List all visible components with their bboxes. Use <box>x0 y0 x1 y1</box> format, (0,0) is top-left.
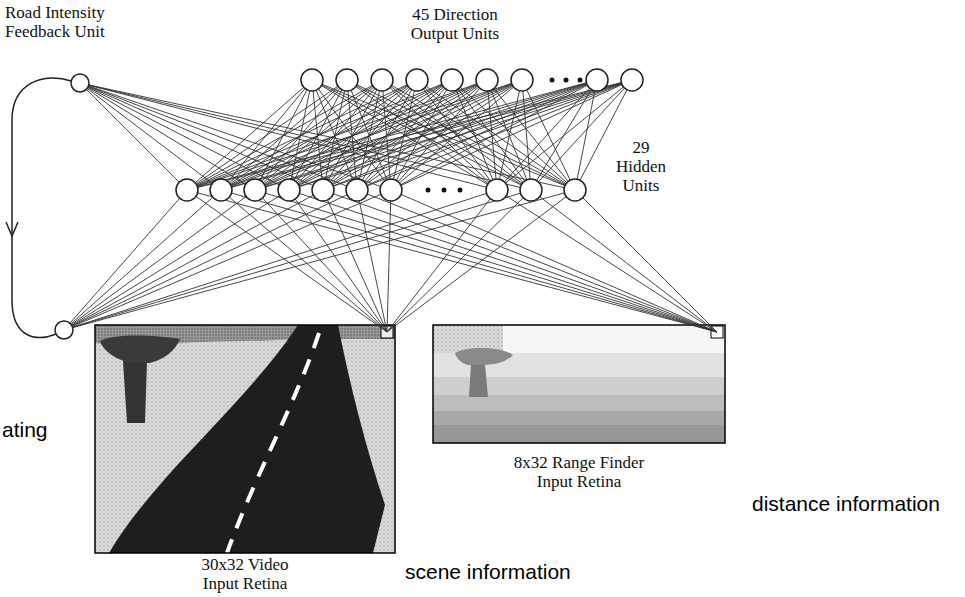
layer-label: Road Intensity Feedback Unit <box>5 3 145 41</box>
output-layer: 45 Direction Output Units <box>295 5 650 97</box>
annotation: distance information <box>752 492 940 516</box>
weight-connections <box>198 193 717 332</box>
neuron-unit <box>621 69 643 91</box>
neuron-unit <box>511 69 533 91</box>
neuron-unit <box>301 69 323 91</box>
neuron-unit <box>441 69 463 91</box>
feedback-input-lines <box>70 193 565 328</box>
neuron-unit <box>406 69 428 91</box>
weight-connections <box>195 83 627 188</box>
layer-label: 45 Direction Output Units <box>395 5 515 43</box>
neuron-unit <box>71 74 89 92</box>
neuron-unit <box>176 179 198 201</box>
ellipsis-dot <box>442 188 447 193</box>
layer-label: 8x32 Range Finder Input Retina <box>506 453 652 491</box>
layer-label: 30x32 Video Input Retina <box>187 555 303 593</box>
neuron-unit <box>520 179 542 201</box>
range-retina: 8x32 Range Finder Input Retina <box>433 325 725 493</box>
weight-connections <box>196 196 566 332</box>
neuron-unit <box>486 179 508 201</box>
loop-arrowhead <box>6 222 18 236</box>
neuron-unit <box>380 179 402 201</box>
video-retina: 30x32 Video Input Retina <box>95 325 395 595</box>
neuron-unit <box>244 179 266 201</box>
ellipsis-dot <box>550 78 555 83</box>
neuron-unit <box>346 179 368 201</box>
neuron-unit <box>371 69 393 91</box>
range-image <box>433 325 725 443</box>
hidden-layer: 29 Hidden Units <box>170 138 675 204</box>
neuron-unit <box>278 179 300 201</box>
unit-shapes <box>170 138 675 204</box>
unit-shapes <box>95 325 395 593</box>
neuron-unit <box>586 69 608 91</box>
ellipsis-dot <box>458 188 463 193</box>
neuron-unit <box>476 69 498 91</box>
feedback-loop <box>12 78 71 338</box>
feedback-input-unit <box>55 321 73 339</box>
neuron-unit <box>312 179 334 201</box>
cut-off-label: ating <box>2 418 48 442</box>
neuron-unit <box>564 179 586 201</box>
neuron-unit <box>210 179 232 201</box>
ellipsis-dot <box>578 78 583 83</box>
video-image <box>95 325 395 553</box>
feedback-unit: Road Intensity Feedback Unit <box>5 3 155 99</box>
layer-label: 29 Hidden Units <box>610 138 672 195</box>
ellipsis-dot <box>426 188 431 193</box>
neuron-unit <box>336 69 358 91</box>
annotation: scene information <box>405 560 571 584</box>
ellipsis-dot <box>564 78 569 83</box>
